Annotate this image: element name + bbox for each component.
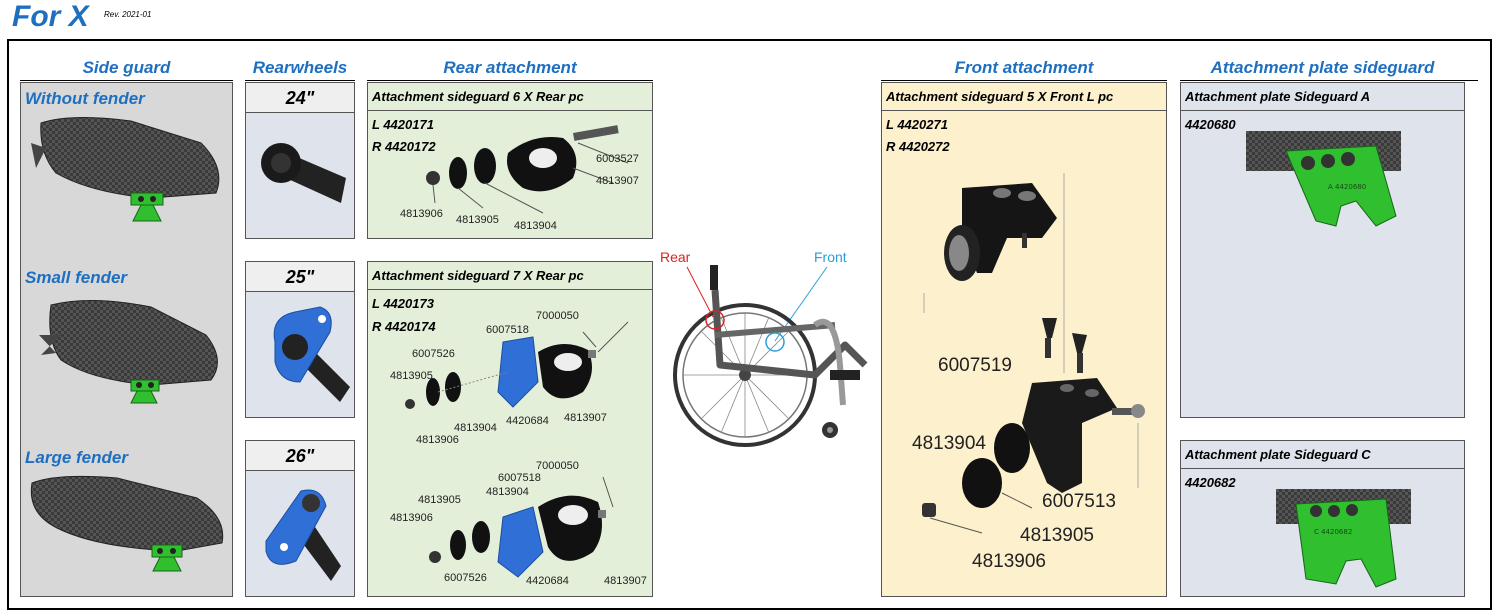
content-frame	[7, 39, 1492, 610]
part-label: 4813907	[596, 175, 639, 187]
rearwheel-25-label: 25"	[246, 262, 354, 292]
rear-attachment-7x-upper-exploded-image	[405, 321, 629, 409]
part-label: 4813905	[1020, 525, 1094, 546]
part-label: 6003527	[596, 153, 639, 165]
part-label: 4813904	[514, 220, 557, 232]
front-attachment-exploded-image	[922, 293, 1145, 534]
front-attachment-assembled-image	[944, 183, 1057, 281]
front-attachment-right-code: R 4420272	[886, 139, 950, 154]
rear-attachment-6x-left-code: L 4420171	[372, 117, 434, 132]
part-label: 4813904	[454, 422, 497, 434]
attachment-plate-a-panel: Attachment plate Sideguard A 4420680 A 4…	[1180, 82, 1465, 418]
header-rearwheels: Rearwheels	[252, 58, 348, 77]
rear-attachment-7x-title: Attachment sideguard 7 X Rear pc	[368, 262, 652, 290]
part-label: 4813904	[912, 433, 986, 454]
header-front-attachment: Front attachment	[954, 58, 1094, 77]
rear-attachment-7x-right-code: R 4420174	[372, 319, 436, 334]
revision-label: Rev. 2021-01	[104, 10, 152, 19]
rear-attachment-6x-exploded-image	[426, 125, 629, 214]
attachment-plate-a-stamp: A 4420680	[1328, 183, 1366, 191]
side-guard-panel: Without fender Small fender Large fender	[20, 82, 233, 597]
header-underline	[20, 80, 233, 81]
front-attachment-guide-line	[1063, 173, 1065, 373]
attachment-plate-c-image: C 4420682	[1276, 489, 1411, 588]
front-attachment-title: Attachment sideguard 5 X Front L pc	[882, 83, 1166, 111]
part-label: 4813906	[390, 512, 433, 524]
sideguard-small-fender-image	[39, 299, 218, 404]
part-label: 4813906	[416, 434, 459, 446]
part-label: 4813905	[456, 214, 499, 226]
rearwheel-26-label: 26"	[246, 441, 354, 471]
header-underline	[245, 80, 355, 81]
header-side-guard: Side guard	[82, 58, 171, 77]
rear-attachment-7x-lower-exploded-image	[429, 476, 614, 578]
part-label: 6007519	[938, 355, 1012, 376]
part-label: 4813905	[418, 494, 461, 506]
part-label: 7000050	[536, 310, 579, 322]
sideguard-without-fender-image	[31, 116, 220, 222]
header-underline	[1180, 80, 1478, 81]
part-label: 4813906	[400, 208, 443, 220]
front-callout-label: Front	[814, 249, 847, 265]
rear-callout-label: Rear	[660, 249, 691, 265]
page-title: For X	[12, 0, 89, 33]
part-label: 4813904	[486, 486, 529, 498]
attachment-plate-c-code: 4420682	[1185, 475, 1236, 490]
part-label: 6007526	[444, 572, 487, 584]
sideguard-large-fender-image	[30, 475, 224, 572]
rear-attachment-6x-right-code: R 4420172	[372, 139, 436, 154]
part-label: 6007513	[1042, 491, 1116, 512]
rearwheel-24-bracket-image	[261, 143, 346, 203]
part-label: 7000050	[536, 460, 579, 472]
rear-attachment-7x-panel: Attachment sideguard 7 X Rear pc L 44201…	[367, 261, 653, 597]
front-attachment-left-code: L 4420271	[886, 117, 948, 132]
part-label: 4420684	[526, 575, 569, 587]
attachment-plate-c-stamp: C 4420682	[1314, 528, 1352, 536]
header-underline	[367, 80, 653, 81]
attachment-plate-a-title: Attachment plate Sideguard A	[1181, 83, 1464, 111]
header-underline	[881, 80, 1167, 81]
attachment-plate-c-title: Attachment plate Sideguard C	[1181, 441, 1464, 469]
front-attachment-panel: Attachment sideguard 5 X Front L pc L 44…	[881, 82, 1167, 597]
header-attachment-plate: Attachment plate sideguard	[1210, 58, 1435, 77]
rearwheel-26-bracket-image	[265, 489, 341, 581]
part-label: 4420684	[506, 415, 549, 427]
part-label: 6007526	[412, 348, 455, 360]
part-label: 4813906	[972, 551, 1046, 572]
wheelchair-image	[673, 265, 868, 447]
header-rear-attachment: Rear attachment	[443, 58, 577, 77]
rearwheel-24-panel: 24"	[245, 82, 355, 239]
attachment-plate-a-code: 4420680	[1185, 117, 1236, 132]
part-label: 6007518	[486, 324, 529, 336]
small-fender-label: Small fender	[25, 268, 128, 287]
without-fender-label: Without fender	[25, 89, 145, 108]
attachment-plate-c-panel: Attachment plate Sideguard C 4420682 C 4…	[1180, 440, 1465, 597]
part-label: 6007518	[498, 472, 541, 484]
rearwheel-24-label: 24"	[246, 83, 354, 113]
rear-attachment-7x-left-code: L 4420173	[372, 296, 434, 311]
part-label: 4813907	[604, 575, 647, 587]
attachment-plate-a-image: A 4420680	[1246, 131, 1401, 227]
large-fender-label: Large fender	[25, 448, 128, 467]
rear-attachment-6x-panel: Attachment sideguard 6 X Rear pc L 44201…	[367, 82, 653, 239]
rear-attachment-6x-title: Attachment sideguard 6 X Rear pc	[368, 83, 652, 111]
rearwheel-25-bracket-image	[273, 306, 350, 402]
rearwheel-26-panel: 26"	[245, 440, 355, 597]
part-label: 4813907	[564, 412, 607, 424]
part-label: 4813905	[390, 370, 433, 382]
rearwheel-25-panel: 25"	[245, 261, 355, 418]
